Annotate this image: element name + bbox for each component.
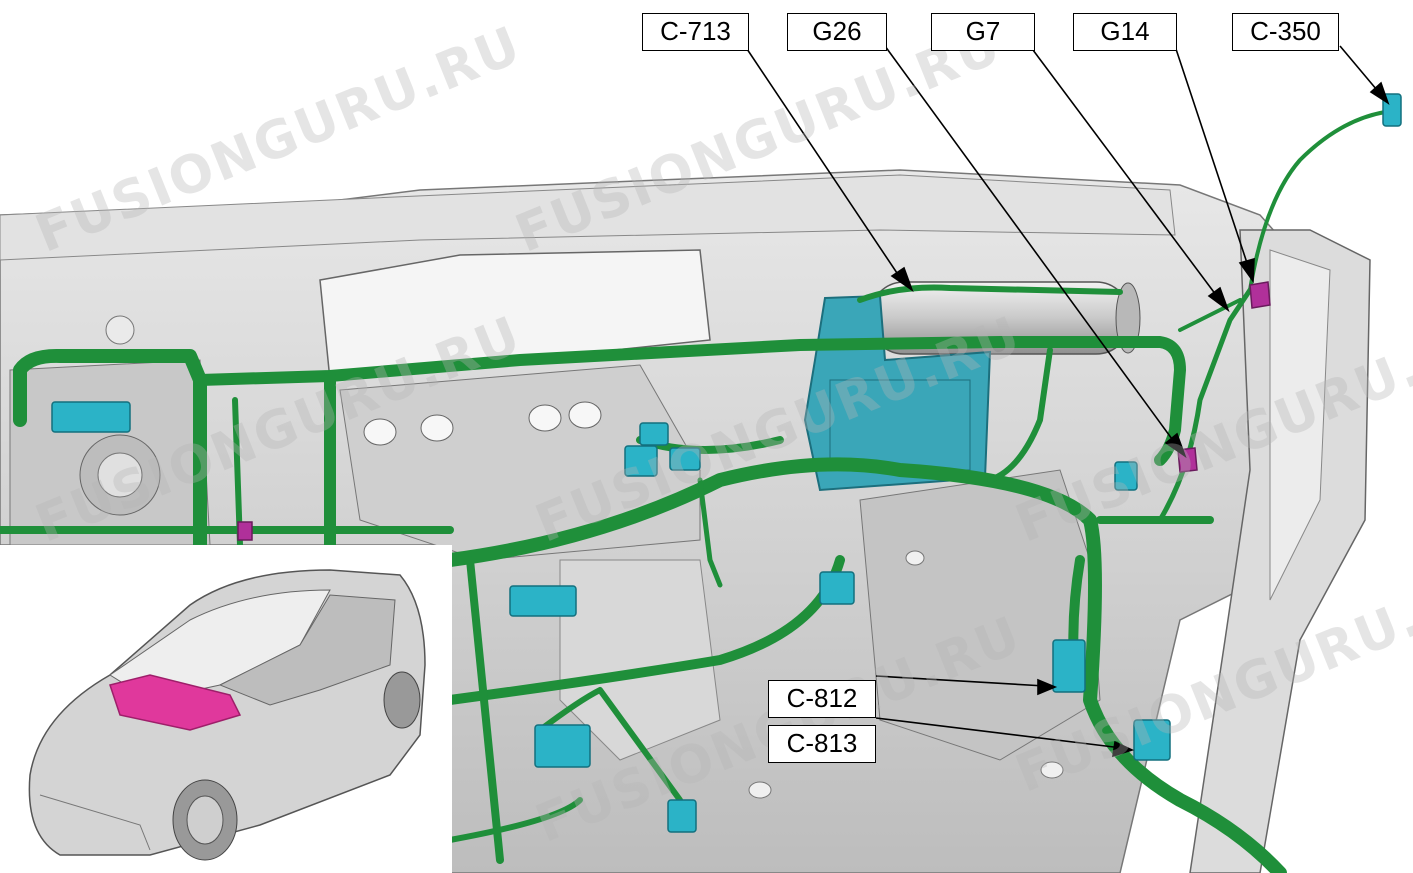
vehicle-illustration [28,569,426,861]
connector-c812-body [1052,639,1086,693]
connector-right-small [1114,461,1138,491]
connector-center-left [624,445,658,477]
connector-c813-body [1133,719,1171,761]
connector-bottom [667,799,697,833]
ground-g14 [1249,281,1271,309]
connector-center-small [669,447,701,471]
label-c713: C-713 [642,13,749,51]
connector-steering [51,401,131,433]
leader-lines [744,45,1390,758]
label-c812: C-812 [768,680,876,718]
connector-middle [819,571,855,605]
connector-lower-block [534,724,591,768]
highlighted-dashboard-area [109,674,242,731]
label-c813: C-813 [768,725,876,763]
label-g7: G7 [931,13,1035,51]
label-g26: G26 [787,13,887,51]
label-g14: G14 [1073,13,1177,51]
connector-left-lower [509,585,577,617]
vehicle-locator-inset [0,545,452,873]
label-c350: C-350 [1232,13,1339,51]
connectors [51,93,1402,833]
